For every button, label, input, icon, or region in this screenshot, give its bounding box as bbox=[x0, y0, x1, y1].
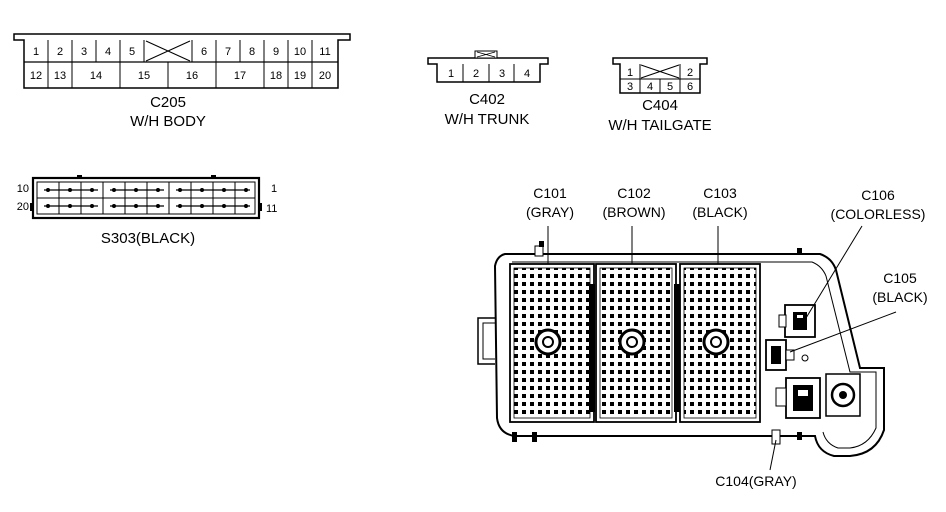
c205-pin: 2 bbox=[57, 46, 63, 58]
c205-name: C205 bbox=[150, 94, 186, 111]
c404-pin: 1 bbox=[627, 67, 633, 79]
c101-color: (GRAY) bbox=[526, 204, 574, 220]
c404-name: C404 bbox=[642, 97, 678, 114]
s303-pin-label: 20 bbox=[17, 201, 29, 213]
c103-name: C103 bbox=[703, 185, 737, 201]
c402-pin: 1 bbox=[448, 68, 454, 80]
c404-pin: 5 bbox=[667, 81, 673, 93]
c402-pin: 3 bbox=[499, 68, 505, 80]
c404-pin: 4 bbox=[647, 81, 653, 93]
c101-name: C101 bbox=[533, 185, 567, 201]
c402-connector: 1 2 3 4 C402 W/H TRUNK bbox=[427, 50, 549, 128]
c205-pin: 15 bbox=[138, 70, 150, 82]
c402-name: C402 bbox=[469, 91, 505, 108]
c404-pin: 6 bbox=[687, 81, 693, 93]
c205-pin: 11 bbox=[319, 46, 330, 58]
s303-pin-label: 11 bbox=[266, 203, 277, 215]
c205-desc: W/H BODY bbox=[130, 113, 206, 130]
c205-pin: 3 bbox=[81, 46, 87, 58]
c205-connector: 1 2 3 4 5 6 7 8 9 10 11 12 13 14 15 16 1… bbox=[13, 33, 351, 130]
c106-color: (COLORLESS) bbox=[831, 206, 926, 222]
c404-pin: 2 bbox=[687, 67, 693, 79]
c106-name: C106 bbox=[861, 187, 895, 203]
c205-pin: 1 bbox=[33, 46, 39, 58]
c205-pin: 12 bbox=[30, 70, 42, 82]
c402-pin: 4 bbox=[524, 68, 530, 80]
c105-color: (BLACK) bbox=[872, 289, 927, 305]
c205-pin: 16 bbox=[186, 70, 198, 82]
c404-connector: 1 2 3 4 5 6 C404 W/H TAILGATE bbox=[608, 57, 712, 134]
c205-pin: 7 bbox=[225, 46, 231, 58]
c102-name: C102 bbox=[617, 185, 651, 201]
c205-pin: 5 bbox=[129, 46, 135, 58]
s303-connector: 10 20 1 11 S303(BLACK) bbox=[17, 175, 277, 247]
c105-name: C105 bbox=[883, 270, 917, 286]
c205-pin: 8 bbox=[249, 46, 255, 58]
c104-name: C104(GRAY) bbox=[715, 473, 796, 489]
c205-pin: 4 bbox=[105, 46, 111, 58]
c205-pin: 13 bbox=[54, 70, 66, 82]
c205-pin: 6 bbox=[201, 46, 207, 58]
c205-pin: 17 bbox=[234, 70, 246, 82]
c404-desc: W/H TAILGATE bbox=[608, 117, 711, 134]
c402-pin: 2 bbox=[473, 68, 479, 80]
c402-desc: W/H TRUNK bbox=[445, 111, 530, 128]
c102-color: (BROWN) bbox=[603, 204, 666, 220]
c404-pin: 3 bbox=[627, 81, 633, 93]
c205-pin: 10 bbox=[294, 46, 306, 58]
c205-pin: 14 bbox=[90, 70, 102, 82]
c205-pin: 19 bbox=[294, 70, 306, 82]
c205-pin: 20 bbox=[319, 70, 331, 82]
s303-name: S303(BLACK) bbox=[101, 230, 195, 247]
c103-color: (BLACK) bbox=[692, 204, 747, 220]
c205-pin: 9 bbox=[273, 46, 279, 58]
s303-pin-label: 10 bbox=[17, 183, 29, 195]
s303-pin-label: 1 bbox=[271, 183, 277, 195]
c205-pin: 18 bbox=[270, 70, 282, 82]
junction-block: C101 (GRAY) C102 (BROWN) C103 (BLACK) C1… bbox=[477, 185, 928, 489]
